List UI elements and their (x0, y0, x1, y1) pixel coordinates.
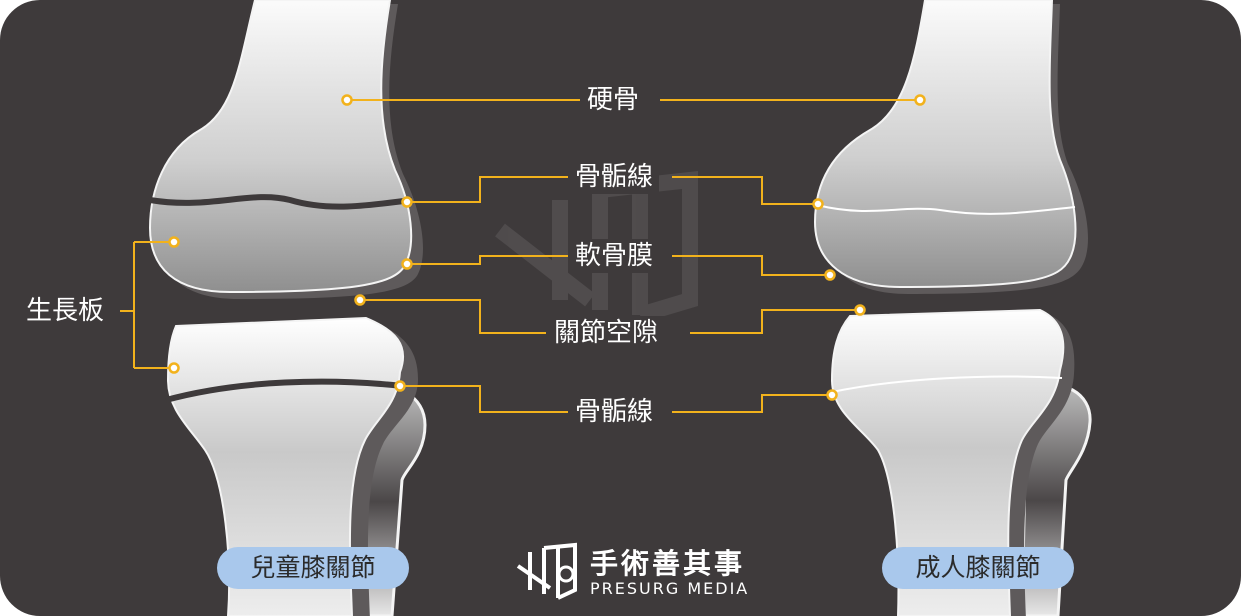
anchor-dots (168, 94, 926, 401)
caption-adult-knee: 成人膝關節 (882, 547, 1074, 589)
leader-joint-space-left (360, 299, 546, 334)
dot-growth-plate-bottom (168, 362, 180, 374)
dot-joint-space-right (854, 304, 866, 316)
label-epiphyseal-line-bottom: 骨骺線 (569, 395, 660, 429)
brand-logo-icon (516, 542, 577, 600)
leader-joint-space-right (690, 309, 860, 334)
leader-epi-top-right (672, 176, 818, 205)
dot-compact-bone-left (341, 94, 353, 106)
dot-epi-bottom-left (394, 380, 406, 392)
child-femur (148, 0, 413, 294)
label-cartilage: 軟骨膜 (569, 239, 660, 273)
label-compact-bone: 硬骨 (581, 83, 646, 117)
leader-epi-bottom-left (400, 385, 568, 413)
dot-cartilage-right (824, 269, 836, 281)
caption-child-knee: 兒童膝關節 (217, 547, 409, 589)
dot-epi-top-right (812, 198, 824, 210)
dot-epi-top-left (401, 196, 413, 208)
dot-epi-bottom-right (826, 389, 838, 401)
adult-femur-epiphyseal-line (816, 204, 1076, 215)
adult-tibia-epiphyseal-line (831, 375, 1063, 393)
brand-name-en: PRESURG MEDIA (590, 579, 750, 598)
leader-epi-bottom-right (672, 394, 832, 413)
child-tibia-growth-plate (165, 378, 403, 403)
leader-cartilage-left (407, 255, 568, 265)
leader-epi-top-left (407, 176, 568, 203)
child-femur-growth-plate (149, 194, 413, 210)
brand-name-cn: 手術善其事 (590, 547, 746, 580)
leader-lines (120, 99, 920, 413)
leader-growth-plate (120, 241, 174, 369)
dot-compact-bone-right (914, 94, 926, 106)
label-growth-plate: 生長板 (20, 294, 111, 328)
label-joint-space: 關節空隙 (548, 316, 665, 350)
dot-cartilage-left (401, 258, 413, 270)
leader-cartilage-right (672, 255, 830, 276)
dot-growth-plate-top (168, 236, 180, 248)
label-epiphyseal-line-top: 骨骺線 (569, 160, 660, 194)
adult-femur (813, 0, 1077, 289)
dot-joint-space-left (354, 294, 366, 306)
